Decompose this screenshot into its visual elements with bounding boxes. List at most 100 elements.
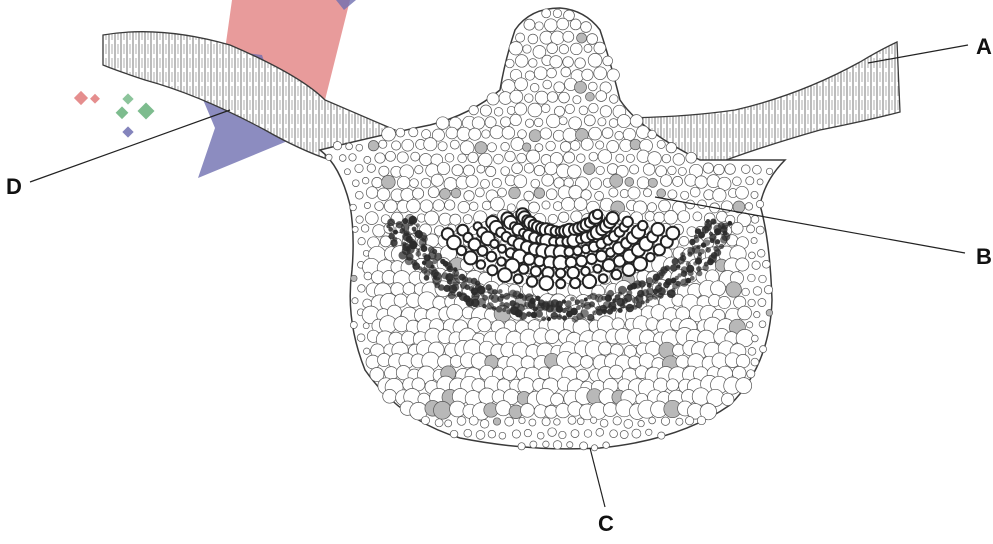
cell — [476, 431, 485, 440]
cell — [402, 139, 414, 151]
cell — [379, 140, 387, 148]
cell — [524, 19, 535, 30]
xylem-vessel — [519, 264, 529, 274]
cell — [590, 417, 596, 423]
xylem-vessel — [464, 251, 477, 264]
phloem-cell — [424, 275, 430, 281]
cell — [515, 103, 527, 115]
cell — [511, 138, 524, 151]
cell — [563, 57, 574, 68]
cell — [561, 67, 571, 77]
leader-line-c — [590, 448, 605, 507]
cell — [534, 118, 543, 127]
cell — [625, 178, 634, 187]
cell — [610, 95, 619, 104]
cell — [535, 22, 543, 30]
cell — [421, 178, 431, 188]
cell — [751, 358, 759, 366]
phloem-cell — [447, 265, 454, 272]
cell — [559, 45, 568, 54]
cell — [469, 202, 478, 211]
cell — [425, 211, 439, 225]
cell — [759, 275, 767, 283]
cell — [352, 226, 358, 232]
cell — [541, 104, 550, 113]
cell — [637, 150, 649, 162]
cell — [609, 188, 618, 197]
cell — [487, 93, 499, 105]
cell — [690, 187, 700, 197]
phloem-cell — [562, 315, 567, 320]
cell — [458, 154, 467, 163]
cell — [505, 151, 516, 162]
cell — [575, 58, 586, 69]
cell — [685, 174, 697, 186]
cell — [766, 168, 772, 174]
cell — [657, 189, 666, 198]
phloem-cell — [704, 239, 711, 246]
cell — [753, 165, 762, 174]
xylem-vessel — [651, 223, 664, 236]
cell — [411, 152, 420, 161]
cell — [384, 200, 397, 213]
blue-overlay-diamond — [122, 126, 133, 137]
xylem-vessel — [524, 254, 535, 265]
label-c: C — [598, 513, 614, 535]
cell — [466, 175, 478, 187]
phloem-cell — [695, 228, 701, 234]
phloem-cell — [416, 223, 420, 227]
xylem-vessel — [593, 265, 601, 273]
cell — [568, 353, 582, 367]
cell — [733, 177, 742, 186]
cell — [447, 304, 463, 320]
cell — [364, 272, 372, 280]
cell — [364, 348, 370, 354]
cell — [751, 238, 757, 244]
cell — [464, 191, 474, 201]
label-d: D — [6, 176, 22, 198]
cell — [499, 432, 506, 439]
cell — [647, 203, 656, 212]
xylem-vessel — [583, 275, 596, 288]
cell — [501, 117, 511, 127]
cell — [363, 323, 369, 329]
phloem-cell — [390, 239, 397, 246]
cell — [584, 115, 595, 126]
cell — [480, 105, 491, 116]
cell — [409, 128, 418, 137]
phloem-cell — [584, 298, 588, 302]
phloem-cell — [664, 265, 670, 271]
phloem-cell — [676, 264, 680, 268]
cell — [748, 299, 755, 306]
cell — [603, 403, 617, 417]
phloem-cell — [705, 247, 711, 253]
phloem-cell — [602, 309, 607, 314]
cell — [523, 45, 531, 53]
cell — [610, 174, 623, 187]
cell — [746, 322, 752, 328]
phloem-cell — [519, 312, 527, 320]
phloem-cell — [399, 251, 407, 259]
cell — [554, 82, 565, 93]
phloem-cell — [618, 286, 627, 295]
cell — [515, 78, 528, 91]
cell — [560, 142, 571, 153]
cell — [586, 92, 595, 101]
xylem-vessel — [646, 253, 654, 261]
cell — [365, 212, 378, 225]
label-b: B — [976, 246, 992, 268]
cell — [676, 418, 683, 425]
cell — [609, 365, 623, 379]
phloem-cell — [496, 306, 502, 312]
cell — [464, 429, 472, 437]
cell — [346, 143, 353, 150]
cell — [673, 176, 683, 186]
cell — [731, 222, 743, 234]
cell — [596, 141, 604, 149]
phloem-cell — [713, 246, 719, 252]
cell — [550, 56, 562, 68]
cell — [545, 330, 559, 344]
cell — [534, 188, 545, 199]
phloem-cell — [557, 314, 563, 320]
cell — [524, 429, 531, 436]
